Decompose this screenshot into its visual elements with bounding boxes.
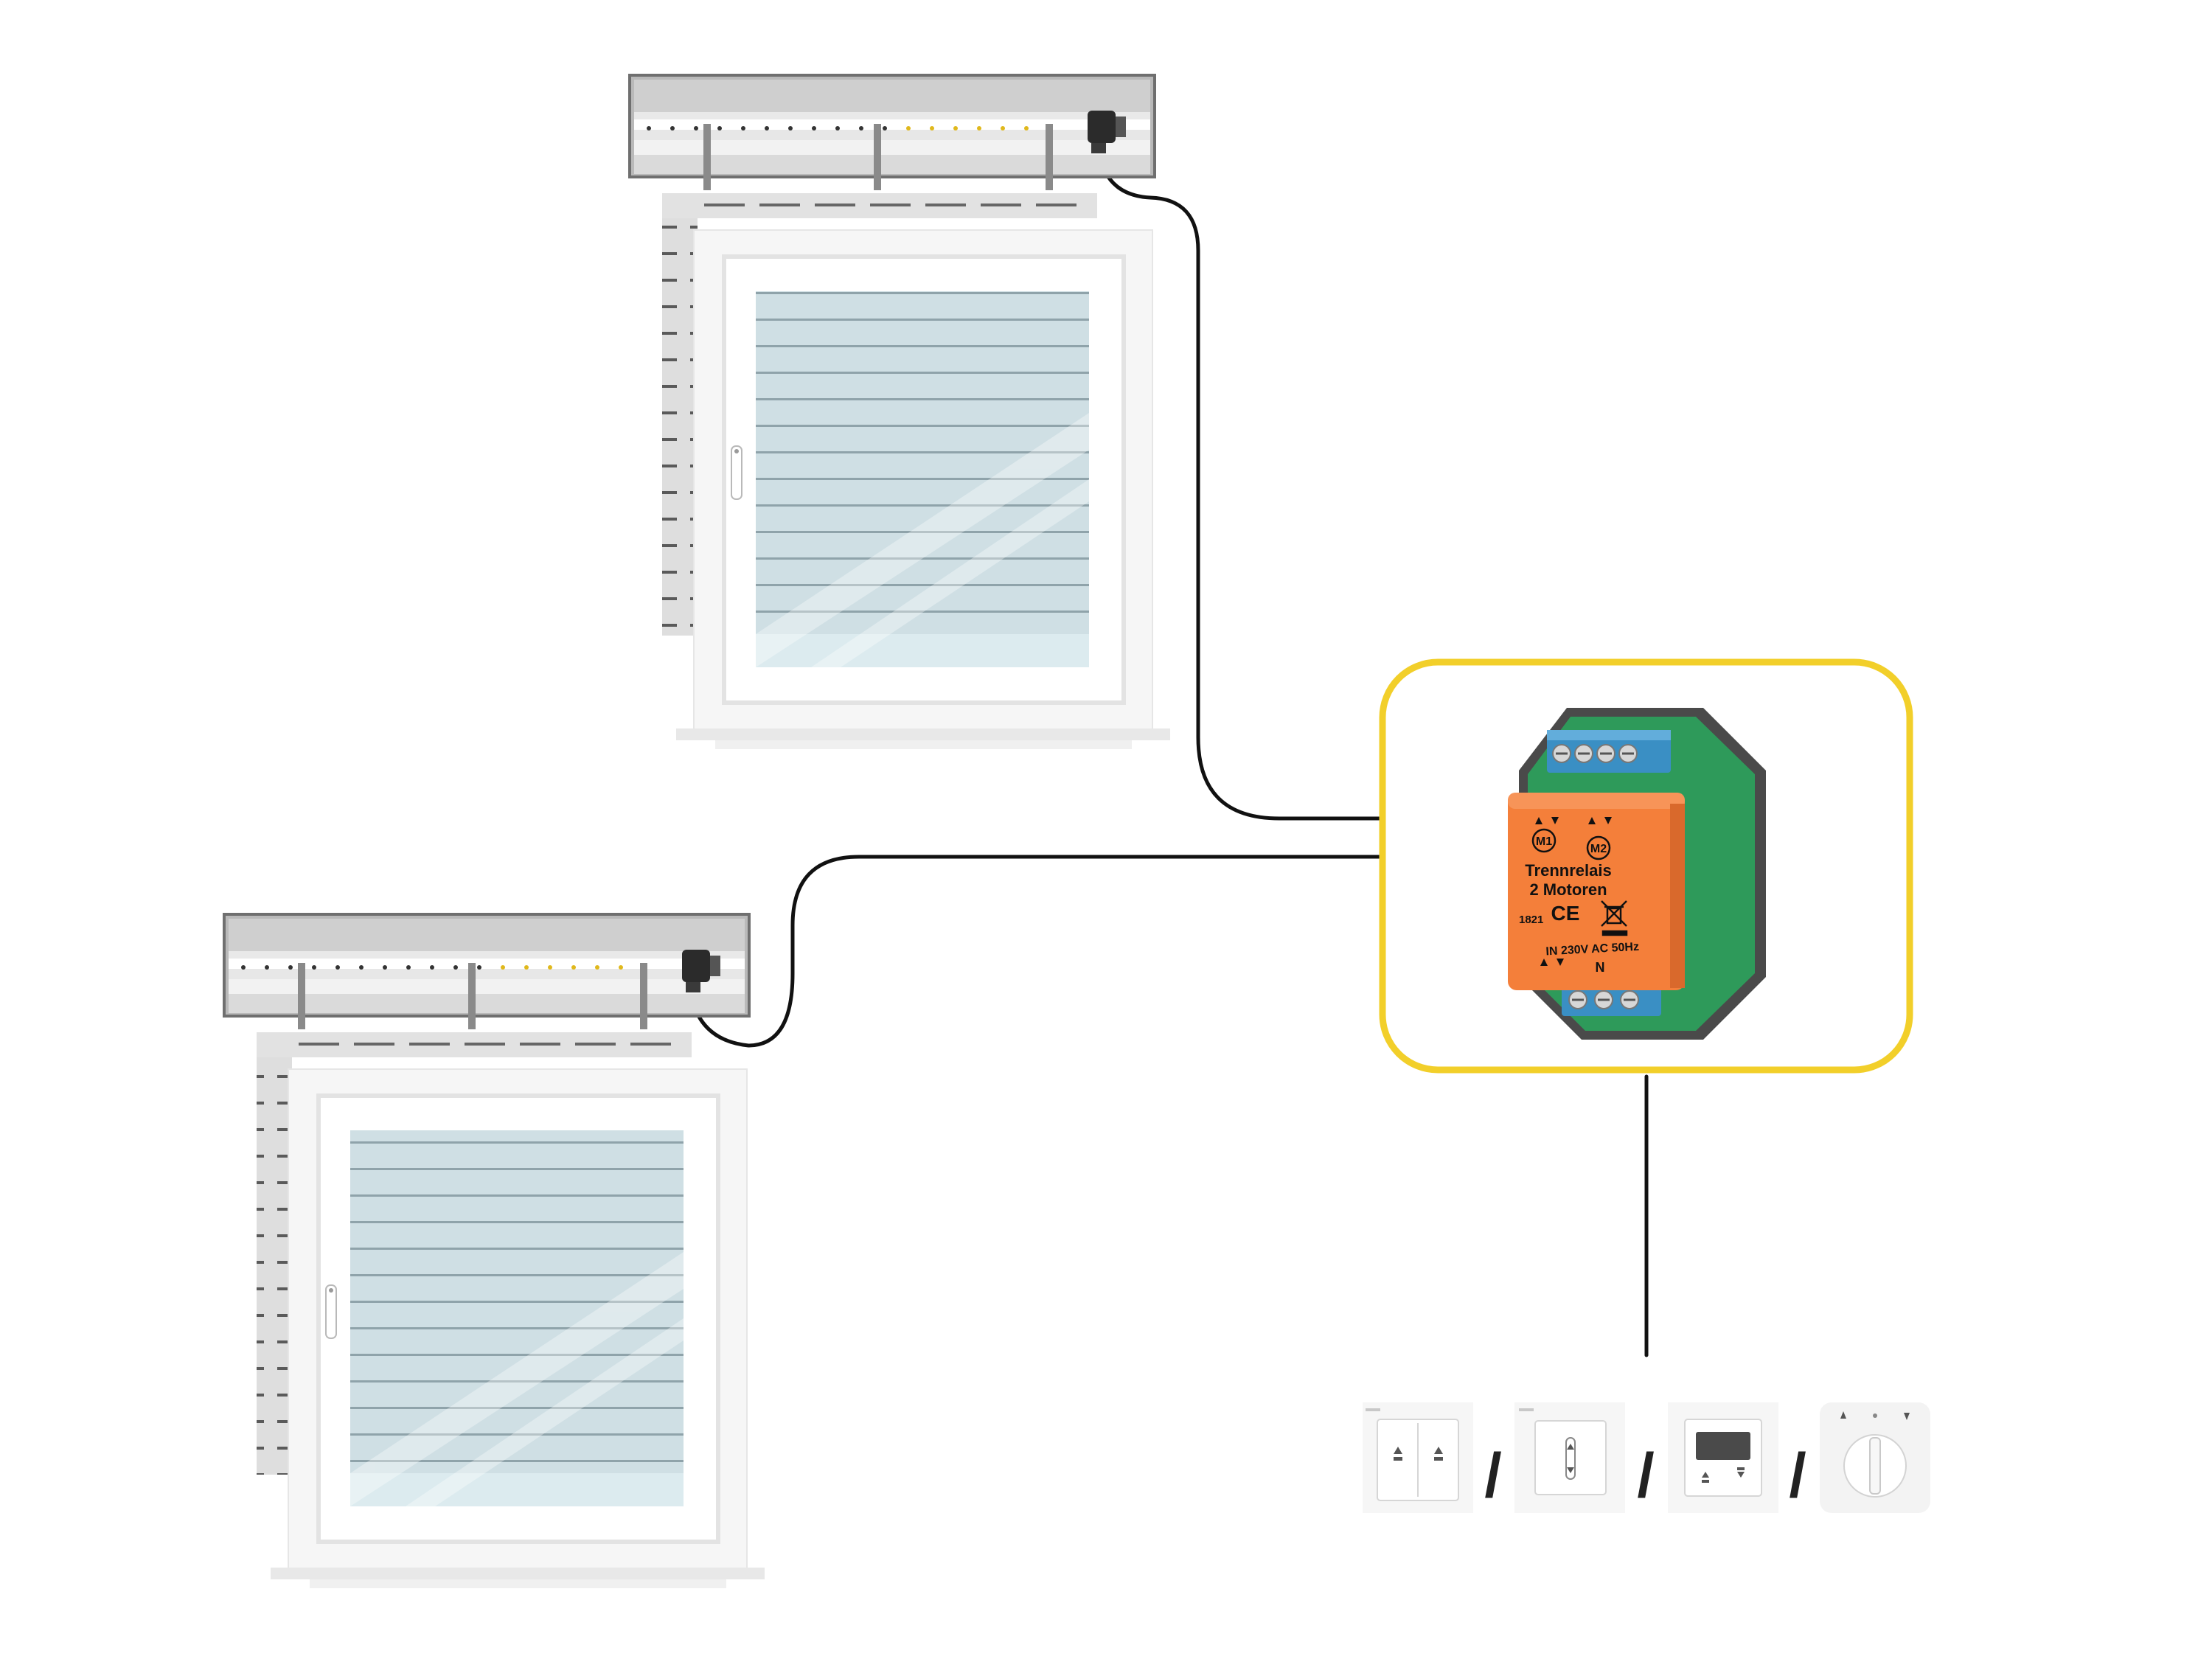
window-glass [350, 1130, 684, 1506]
glass-reflection [756, 413, 1089, 667]
wires [687, 149, 1649, 1357]
relay-title-line1: Trennrelais [1525, 861, 1611, 880]
rotary-switch [1820, 1402, 1930, 1513]
timer-switch [1668, 1402, 1778, 1513]
glass-reflection [350, 1252, 684, 1506]
shaft-dots [647, 126, 1052, 131]
wire-upper-motor [1096, 149, 1385, 821]
side-shutter-slats [662, 193, 1097, 636]
relay-title-line2: 2 Motoren [1529, 880, 1607, 899]
relay-label: M1 M2 Trennrelais 2 Motoren 1821 CE IN 2… [1519, 817, 1639, 975]
relay-module: M1 M2 Trennrelais 2 Motoren 1821 CE IN 2… [1379, 658, 1913, 1074]
tubular-motor [682, 950, 720, 992]
upper-shutter-window [628, 74, 1170, 749]
window-glass [756, 291, 1089, 667]
shutter-box [628, 74, 1156, 190]
relay-code: 1821 [1519, 914, 1543, 926]
separator-1: / [1484, 1441, 1501, 1510]
crossed-bin-icon [1601, 900, 1628, 936]
relay-device: M1 M2 Trennrelais 2 Motoren 1821 CE IN 2… [1508, 708, 1766, 1040]
ce-mark: CE [1551, 902, 1580, 925]
neutral-label: N [1596, 960, 1605, 975]
lower-shutter-window [223, 913, 765, 1588]
wire-lower-motor [687, 855, 1385, 1048]
motor1-label: M1 [1536, 835, 1552, 848]
top-terminal-block [1547, 730, 1671, 773]
tubular-motor [1088, 111, 1126, 153]
window-handle [731, 445, 742, 500]
relay-housing [1508, 793, 1685, 990]
window-sill [271, 1568, 765, 1579]
rocker-switch-icon [1394, 1447, 1443, 1461]
separator-3: / [1789, 1441, 1806, 1510]
shutter-box [223, 913, 751, 1029]
rotary-knob-icon [1840, 1411, 1910, 1498]
motor2-label: M2 [1590, 843, 1607, 855]
separator-2: / [1637, 1441, 1654, 1510]
display-switch-icon [1696, 1432, 1750, 1483]
double-rocker-switch [1363, 1402, 1473, 1513]
rocker-switch-icon [1565, 1437, 1576, 1480]
window-sill [676, 728, 1170, 740]
controls-row: / / / [1363, 1402, 1930, 1513]
window-handle [325, 1284, 337, 1339]
relay-rating: IN 230V AC 50Hz [1545, 941, 1639, 959]
side-shutter-slats [257, 1032, 692, 1475]
single-rocker-switch [1514, 1402, 1625, 1513]
